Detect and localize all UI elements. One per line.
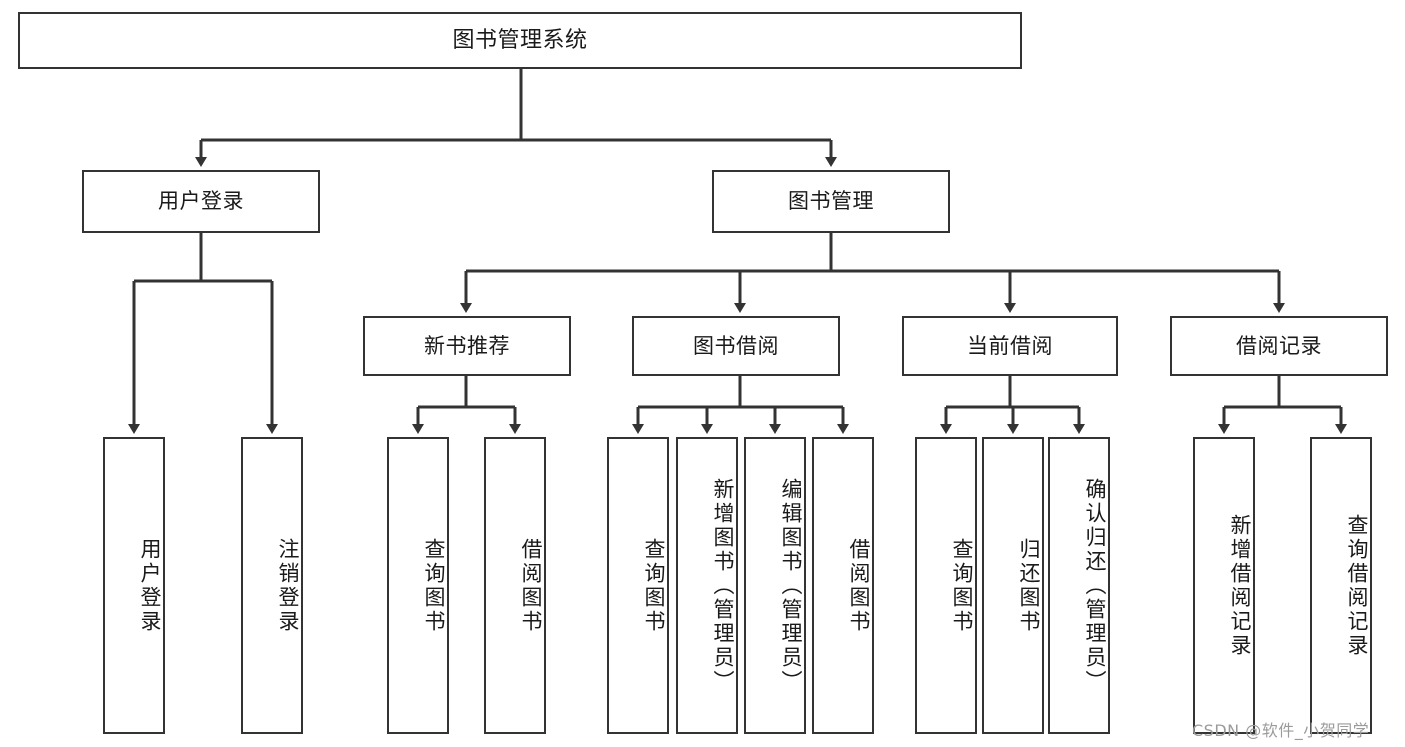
node-leaf-rec-query[interactable]: 查询图书 bbox=[387, 437, 449, 734]
node-book-borrow-label: 图书借阅 bbox=[693, 333, 779, 358]
node-leaf-user-login[interactable]: 用户登录 bbox=[103, 437, 165, 734]
node-user-login[interactable]: 用户登录 bbox=[82, 170, 320, 233]
node-root[interactable]: 图书管理系统 bbox=[18, 12, 1022, 69]
node-leaf-cur-return-label: 归还图书 bbox=[1017, 537, 1041, 634]
node-leaf-rec-borrow[interactable]: 借阅图书 bbox=[484, 437, 546, 734]
node-leaf-cur-confirm-label: 确认归还（管理员） bbox=[1083, 477, 1107, 694]
node-leaf-borrow-add[interactable]: 新增图书（管理员） bbox=[676, 437, 738, 734]
node-leaf-borrow-add-label: 新增图书（管理员） bbox=[711, 477, 735, 694]
node-leaf-cur-query-label: 查询图书 bbox=[950, 537, 974, 634]
node-current-borrow[interactable]: 当前借阅 bbox=[902, 316, 1118, 376]
node-leaf-borrow-lend[interactable]: 借阅图书 bbox=[812, 437, 874, 734]
node-leaf-rec-add[interactable]: 新增借阅记录 bbox=[1193, 437, 1255, 734]
node-leaf-rec-search-label: 查询借阅记录 bbox=[1345, 513, 1369, 658]
node-leaf-borrow-query[interactable]: 查询图书 bbox=[607, 437, 669, 734]
node-book-borrow[interactable]: 图书借阅 bbox=[632, 316, 840, 376]
node-leaf-borrow-edit-label: 编辑图书（管理员） bbox=[779, 477, 803, 694]
node-leaf-user-logout[interactable]: 注销登录 bbox=[241, 437, 303, 734]
node-leaf-rec-search[interactable]: 查询借阅记录 bbox=[1310, 437, 1372, 734]
node-leaf-cur-confirm[interactable]: 确认归还（管理员） bbox=[1048, 437, 1110, 734]
node-leaf-user-login-label: 用户登录 bbox=[138, 537, 162, 634]
node-leaf-rec-add-label: 新增借阅记录 bbox=[1228, 513, 1252, 658]
node-root-label: 图书管理系统 bbox=[452, 27, 588, 53]
node-leaf-cur-query[interactable]: 查询图书 bbox=[915, 437, 977, 734]
node-new-book-rec[interactable]: 新书推荐 bbox=[363, 316, 571, 376]
node-borrow-record[interactable]: 借阅记录 bbox=[1170, 316, 1388, 376]
node-leaf-user-logout-label: 注销登录 bbox=[276, 537, 300, 634]
node-leaf-rec-borrow-label: 借阅图书 bbox=[519, 537, 543, 634]
node-leaf-borrow-lend-label: 借阅图书 bbox=[847, 537, 871, 634]
node-leaf-borrow-query-label: 查询图书 bbox=[642, 537, 666, 634]
node-current-borrow-label: 当前借阅 bbox=[967, 333, 1053, 358]
csdn-watermark: CSDN @软件_小贺同学 bbox=[1192, 721, 1370, 740]
node-new-book-rec-label: 新书推荐 bbox=[424, 333, 510, 358]
node-user-login-label: 用户登录 bbox=[158, 189, 244, 214]
node-leaf-cur-return[interactable]: 归还图书 bbox=[982, 437, 1044, 734]
node-book-manage-label: 图书管理 bbox=[788, 189, 874, 214]
node-book-manage[interactable]: 图书管理 bbox=[712, 170, 950, 233]
node-borrow-record-label: 借阅记录 bbox=[1236, 333, 1322, 358]
node-leaf-rec-query-label: 查询图书 bbox=[422, 537, 446, 634]
node-leaf-borrow-edit[interactable]: 编辑图书（管理员） bbox=[744, 437, 806, 734]
